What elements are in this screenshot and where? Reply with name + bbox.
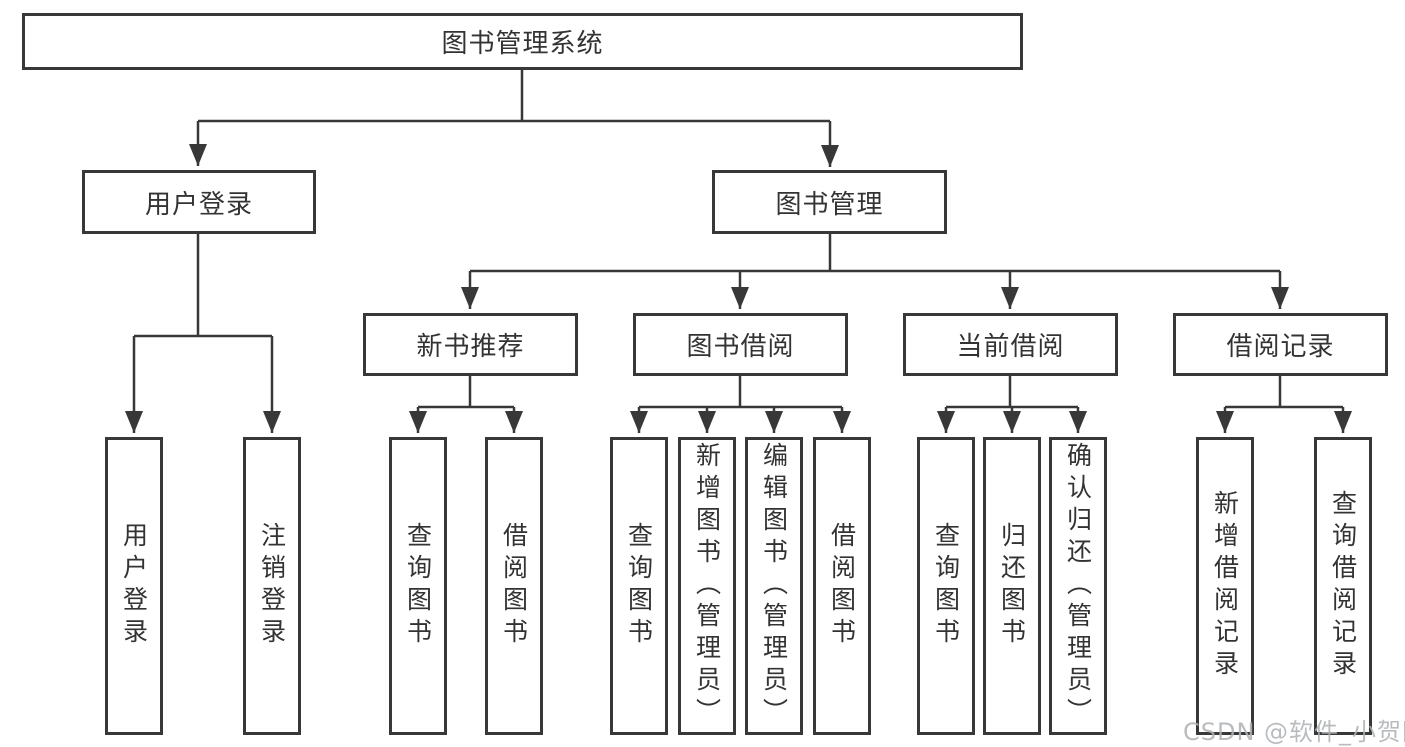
leaf-edit-books-admin: 编辑图书（管理员）	[745, 437, 803, 735]
leaf-query-books-current: 查询图书	[917, 437, 975, 735]
connector-line	[946, 376, 1078, 409]
node-library-system: 图书管理系统	[22, 13, 1023, 70]
leaf-logout: 注销登录	[243, 437, 301, 735]
connector-line	[198, 70, 830, 123]
node-borrow-records: 借阅记录	[1173, 313, 1388, 376]
connector-arrows	[125, 121, 1352, 433]
connector-line	[639, 376, 842, 409]
node-current-borrow: 当前借阅	[903, 313, 1118, 376]
leaf-add-books-admin: 新增图书（管理员）	[678, 437, 736, 735]
node-book-management: 图书管理	[712, 170, 947, 234]
leaf-user-login: 用户登录	[105, 437, 163, 735]
connector-line	[470, 234, 1280, 273]
connector-line	[134, 234, 272, 338]
csdn-watermark: CSDN @软件_小贺同学	[1183, 718, 1405, 746]
connector-line	[418, 376, 514, 409]
leaf-confirm-return-admin: 确认归还（管理员）	[1049, 437, 1107, 735]
leaf-query-books-recommend: 查询图书	[389, 437, 447, 735]
leaf-borrow-books-borrow: 借阅图书	[813, 437, 871, 735]
leaf-borrow-books-recommend: 借阅图书	[485, 437, 543, 735]
leaf-return-books: 归还图书	[983, 437, 1041, 735]
leaf-add-borrow-record: 新增借阅记录	[1196, 437, 1254, 735]
leaf-query-borrow-record: 查询借阅记录	[1314, 437, 1372, 735]
leaf-query-books-borrow: 查询图书	[610, 437, 668, 735]
node-user-login: 用户登录	[82, 170, 316, 234]
node-new-book-recommend: 新书推荐	[363, 313, 578, 376]
node-book-borrow: 图书借阅	[633, 313, 848, 376]
connector-line	[1225, 376, 1343, 409]
